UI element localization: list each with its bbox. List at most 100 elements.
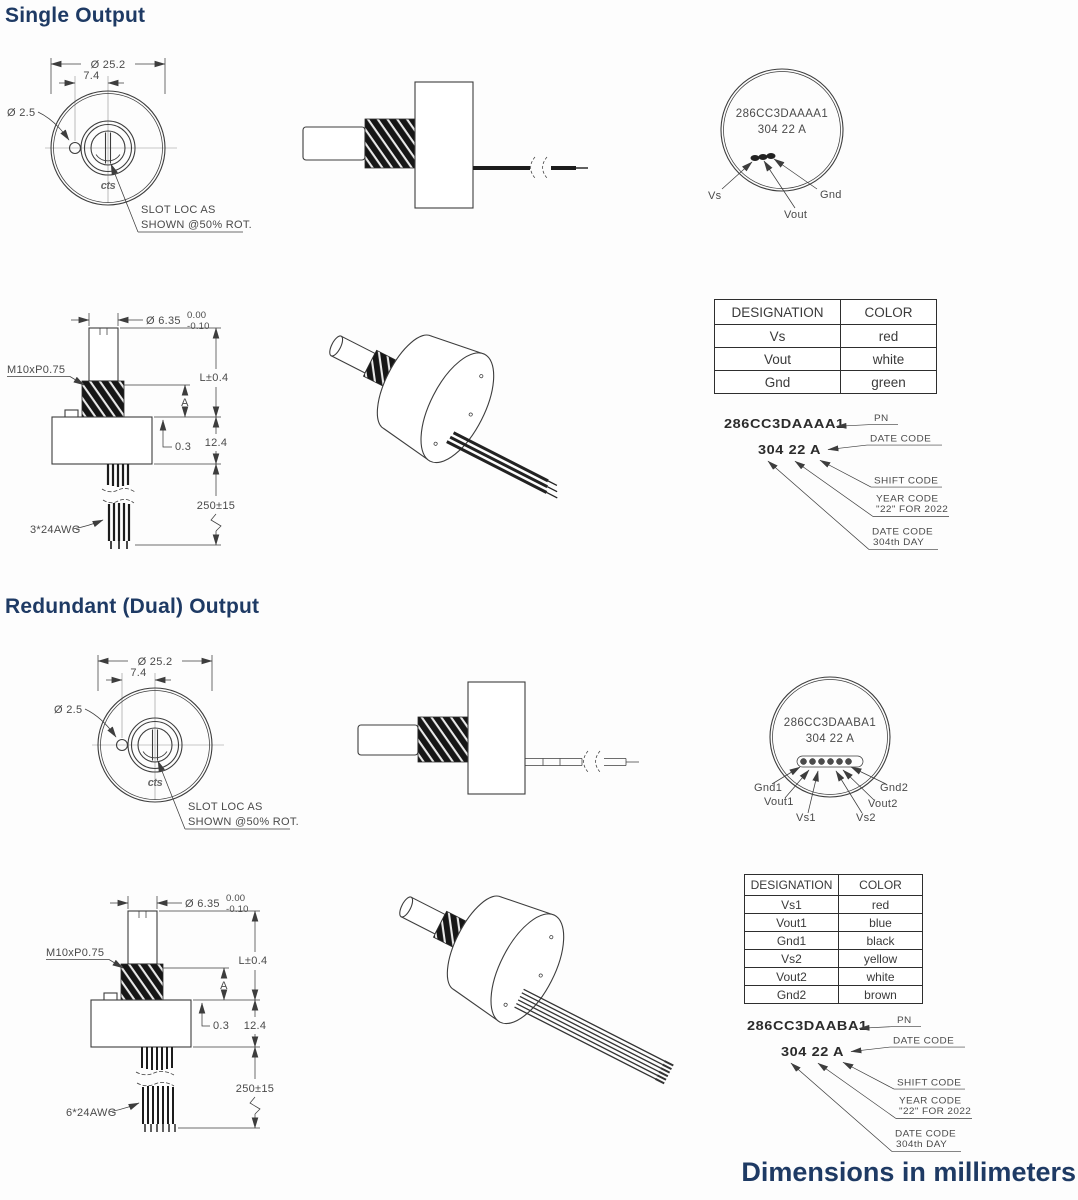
isometric-view-single: [329, 334, 558, 499]
wire-exit-view-dual: 286CC3DAABA1 304 22 A Gnd1 Vout1 Vs1 Vs2…: [754, 676, 908, 824]
break-mark: [102, 499, 135, 504]
rivet: [468, 412, 473, 417]
legend-label-year1: YEAR CODE: [899, 1096, 961, 1106]
body: [51, 416, 153, 465]
pin-label-vs2: Vs2: [856, 812, 876, 824]
pin-label-gnd2: Gnd2: [880, 782, 908, 794]
dimension-lines: [37, 58, 243, 233]
shaft: [88, 327, 119, 382]
tolerance-lower: -0.10: [226, 904, 249, 915]
dim-shaft-length: L±0.4: [239, 955, 268, 967]
slot-note-line2: SHOWN @50% ROT.: [141, 219, 252, 231]
part-number-marking: 286CC3DAABA1: [784, 717, 876, 729]
wire-leads: [446, 431, 558, 499]
tolerance-upper: 0.00: [187, 310, 206, 321]
break-mark: [135, 1071, 175, 1076]
dim-a: A: [220, 980, 228, 992]
threaded-bushing: [81, 380, 125, 419]
designation-cell: Vout2: [744, 967, 839, 986]
dim-hole-diameter: Ø 2.5: [7, 107, 35, 119]
tolerance-upper: 0.00: [226, 893, 245, 904]
dim-standoff: 0.3: [175, 441, 191, 453]
wire-tips: [110, 541, 128, 549]
date-code-legend-single: 286CC3DAAAA1 304 22 A PN DATE CODE SHIFT…: [724, 413, 949, 550]
body: [90, 999, 192, 1048]
wire-bundle: [142, 1086, 174, 1124]
dim-standoff: 0.3: [213, 1020, 229, 1032]
threaded-bushing: [417, 716, 469, 763]
legend-label-pn: PN: [874, 413, 889, 423]
dim-shaft-diameter: Ø 6.35: [146, 315, 181, 327]
break-mark: [530, 156, 537, 180]
units-note: Dimensions in millimeters: [741, 1157, 1076, 1187]
date-code-marking: 304 22 A: [806, 733, 855, 745]
side-view-single: [302, 81, 588, 209]
body-outline: [50, 90, 166, 206]
threaded-bushing: [120, 963, 164, 1002]
leader-lines: [721, 158, 818, 209]
shaft-dim-view-dual: Ø 6.35 0.00 -0.10 M10xP0.75 L±0.4 A 12.4…: [46, 893, 274, 1132]
col-header-designation: DESIGNATION: [714, 299, 841, 325]
wire-leads: [514, 988, 674, 1085]
slot-note-line2: SHOWN @50% ROT.: [188, 816, 299, 828]
cts-logo: cts: [101, 180, 116, 192]
cts-logo: cts: [148, 777, 163, 789]
threaded-bushing: [364, 118, 416, 169]
wire-gauge-callout: 3*24AWG: [30, 524, 81, 536]
dim-shaft-length: L±0.4: [200, 372, 229, 384]
leader-lines: [790, 1024, 972, 1152]
wire-dot: [766, 153, 776, 159]
dimension-lines: [7, 313, 222, 546]
wire-exit-slot: [796, 755, 864, 768]
designation-cell: Vout1: [744, 913, 839, 932]
color-cell: blue: [838, 913, 923, 932]
legend-label-shift: SHIFT CODE: [874, 476, 938, 486]
legend-label-day1: DATE CODE: [872, 527, 933, 537]
color-cell: yellow: [838, 949, 923, 968]
legend-label-day2: 304th DAY: [896, 1140, 947, 1150]
legend-pn-value: 286CC3DAAAA1: [724, 417, 845, 431]
leader-lines: [771, 766, 887, 814]
shaft: [302, 126, 366, 161]
wire-bundle: [107, 503, 131, 541]
dimension-lines: [46, 896, 261, 1129]
rivet: [538, 973, 543, 978]
wire-exit-view-single: 286CC3DAAAA1 304 22 A Vs Vout Gnd: [708, 68, 844, 221]
thread-callout: M10xP0.75: [46, 947, 104, 959]
legend-date-code-value: 304 22 A: [758, 443, 821, 457]
anti-rotation-hole: [115, 738, 129, 752]
date-code-marking: 304 22 A: [758, 124, 807, 136]
isometric-view-dual: [399, 895, 674, 1085]
body: [467, 681, 526, 795]
dim-outer-diameter: Ø 25.2: [138, 656, 173, 668]
dim-cable-length: 250±15: [236, 1083, 274, 1095]
section-title-dual: Redundant (Dual) Output: [5, 595, 260, 618]
break-mark: [136, 1082, 175, 1087]
anti-rotation-hole: [68, 141, 82, 155]
pin-label-gnd1: Gnd1: [754, 782, 782, 794]
dim-a: A: [181, 397, 189, 409]
designation-cell: Vs1: [744, 895, 839, 914]
wire-bundle: [141, 1047, 173, 1070]
pin-label-vout: Vout: [784, 209, 807, 221]
slot-note-line1: SLOT LOC AS: [188, 801, 263, 813]
color-cell: white: [838, 967, 923, 986]
color-cell: white: [840, 347, 937, 371]
part-number-marking: 286CC3DAAAA1: [736, 108, 828, 120]
dimension-lines: [84, 655, 290, 830]
pin-label-vout2: Vout2: [868, 798, 898, 810]
wire-lead: [525, 750, 639, 774]
dim-outer-diameter: Ø 25.2: [91, 59, 126, 71]
thread-callout: M10xP0.75: [7, 364, 65, 376]
designation-cell: Vs: [714, 324, 841, 348]
wire-gauge-callout: 6*24AWG: [66, 1107, 117, 1119]
